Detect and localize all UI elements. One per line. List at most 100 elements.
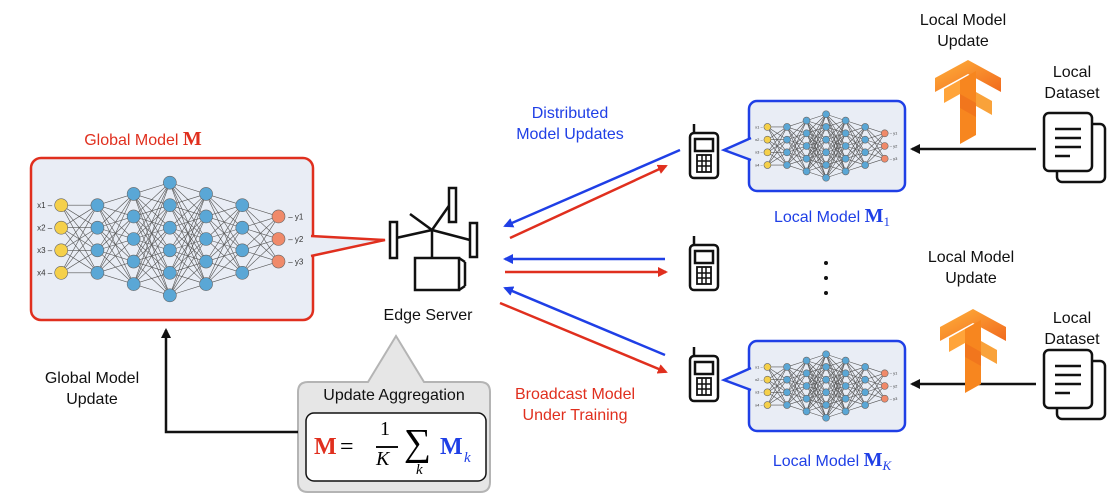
- hidden-node: [861, 388, 869, 397]
- formula-lhs: M: [314, 434, 337, 460]
- network-edge: [825, 398, 846, 418]
- hidden-node: [90, 198, 105, 212]
- network-edge: [767, 379, 788, 406]
- hidden-node: [783, 401, 791, 409]
- hidden-node: [841, 142, 850, 150]
- global-model-title: Global Model M: [58, 129, 228, 151]
- network-edge: [205, 227, 243, 285]
- network-edge: [825, 373, 846, 418]
- network-edge: [845, 126, 866, 147]
- network-edge: [845, 126, 866, 159]
- network-edge: [169, 238, 207, 296]
- hidden-node: [199, 232, 213, 246]
- network-edge: [825, 120, 846, 153]
- broadcast-line2: Under Training: [522, 407, 628, 424]
- network-edge: [825, 120, 846, 166]
- network-edge: [864, 133, 885, 166]
- network-edge: [169, 193, 207, 228]
- input-label: x2 –: [37, 224, 53, 233]
- network-edge: [806, 139, 827, 172]
- input-node: [763, 388, 772, 397]
- network-edge: [169, 193, 207, 273]
- input-label: x3 –: [37, 246, 53, 255]
- network-edge: [786, 120, 807, 140]
- network-edge: [864, 373, 885, 406]
- hidden-node: [841, 116, 850, 125]
- network-edge: [825, 360, 846, 418]
- hidden-node: [235, 198, 250, 212]
- hidden-node: [841, 129, 850, 138]
- network-edge: [825, 158, 846, 178]
- hidden-node: [861, 375, 869, 384]
- phone-icon: [688, 236, 720, 292]
- input-node: [54, 220, 69, 235]
- input-node: [763, 148, 772, 157]
- hidden-node: [822, 375, 830, 384]
- hidden-node: [802, 129, 811, 138]
- hidden-node: [235, 243, 250, 258]
- formula-sum: ∑: [404, 422, 432, 464]
- output-label: – y2: [288, 235, 304, 244]
- local-model-1-symbol: M: [864, 205, 884, 227]
- output-node: [880, 394, 889, 403]
- formula-index: k: [416, 462, 423, 478]
- input-label: x3 –: [755, 150, 763, 155]
- hidden-node: [802, 369, 811, 378]
- hidden-node: [861, 123, 869, 131]
- network-edge: [845, 139, 866, 172]
- tensorflow-logo-icon: [935, 60, 1001, 144]
- network-edge: [133, 182, 171, 217]
- network-edge: [806, 354, 827, 374]
- hidden-node: [802, 116, 811, 125]
- hidden-node: [783, 388, 791, 397]
- hidden-node: [163, 198, 177, 212]
- hidden-node: [822, 173, 830, 182]
- edge-server-icon: [388, 186, 479, 292]
- network-edge: [864, 133, 885, 153]
- dataset-top-line1: Local: [1052, 64, 1092, 81]
- network-edge: [825, 133, 846, 178]
- edge-server-label: Edge Server: [383, 307, 473, 324]
- hidden-node: [802, 356, 811, 365]
- input-node: [54, 198, 69, 212]
- network-edge: [806, 114, 827, 147]
- document-stack-icon: [1042, 348, 1107, 421]
- network-edge: [97, 193, 134, 273]
- local-neural-network: x1 –x2 –x3 –x4 –– y1– y2– y3: [755, 350, 898, 422]
- network-edge: [825, 120, 846, 178]
- network-edge: [806, 354, 827, 399]
- hidden-node: [783, 363, 791, 371]
- output-node: [880, 142, 889, 150]
- hidden-node: [163, 288, 177, 303]
- network-edge: [242, 216, 279, 251]
- network-edge: [786, 145, 807, 166]
- hidden-node: [861, 148, 869, 157]
- hidden-node: [199, 209, 213, 224]
- hidden-node: [235, 266, 250, 280]
- network-edge: [786, 120, 807, 166]
- broadcast-label: Broadcast Model Under Training: [500, 384, 650, 426]
- network-edge: [767, 152, 788, 166]
- network-edge: [806, 379, 827, 412]
- network-edge: [205, 205, 243, 285]
- network-edge: [806, 152, 827, 172]
- network-edge: [61, 204, 98, 228]
- network-edge: [767, 126, 788, 140]
- global-update-arrow: [161, 328, 298, 434]
- network-edge: [97, 216, 134, 273]
- network-edge: [767, 392, 788, 406]
- dataset-bottom-label: Local Dataset: [1036, 308, 1108, 350]
- network-edge: [806, 366, 827, 412]
- hidden-node: [861, 135, 869, 144]
- network-edge: [133, 250, 171, 285]
- network-edge: [205, 204, 243, 240]
- input-node: [763, 401, 772, 409]
- distributed-line1: Distributed: [531, 105, 609, 122]
- network-edge: [845, 366, 866, 412]
- network-edge: [786, 360, 807, 406]
- hidden-node: [90, 266, 105, 280]
- output-node: [880, 129, 889, 138]
- local-update-top-line1: Local Model: [919, 12, 1007, 29]
- network-edge: [786, 360, 807, 393]
- network-edge: [825, 145, 846, 178]
